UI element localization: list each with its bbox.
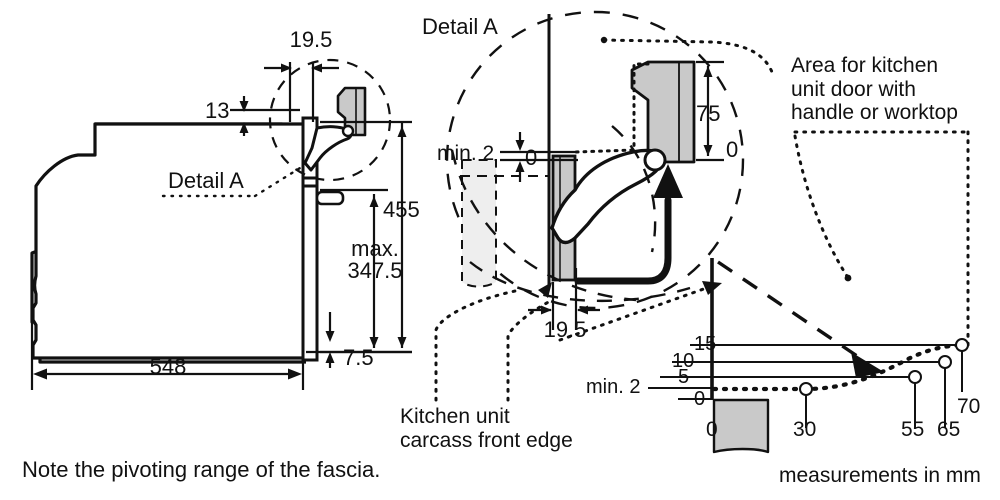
arrow — [239, 122, 249, 133]
swing-outline-dotted — [573, 62, 650, 154]
arrow — [325, 331, 335, 342]
leader-dot — [600, 36, 608, 44]
chart-xtick-30: 30 — [793, 418, 817, 441]
arrow — [325, 352, 335, 363]
dim-label-455: 455 — [383, 197, 420, 222]
chart-xtick-65: 65 — [937, 418, 961, 441]
arrow — [515, 161, 525, 172]
hinge-assembly-side — [303, 86, 367, 172]
dim-label-13: 13 — [205, 98, 230, 123]
dim-label-zero-right: 0 — [726, 137, 739, 162]
dim-label-548: 548 — [149, 354, 187, 379]
measurements-unit-note: measurements in mm — [779, 464, 981, 487]
arrow — [851, 352, 884, 378]
arrow — [369, 337, 379, 348]
dim-max-347-5-side — [320, 188, 388, 348]
detail-circle-side — [268, 58, 392, 182]
pointer-to-curve — [717, 260, 867, 364]
chart-ytick-15: 15 — [694, 333, 717, 355]
hinge-arm-detail — [550, 148, 667, 245]
chart-ylabel-min-2: min. 2 — [586, 376, 641, 398]
arrow — [397, 126, 407, 137]
handle-profile-detail — [574, 196, 672, 285]
dim-19-5-side — [264, 62, 339, 122]
oven-side-profile — [31, 122, 308, 360]
leader-dot — [844, 274, 852, 282]
arrow — [33, 368, 47, 380]
arrow — [541, 305, 552, 315]
kitchen-unit-carcass-note: Kitchen unit carcass front edge — [400, 405, 573, 452]
leader-area-note — [602, 38, 774, 74]
detail-a-title: Detail A — [422, 14, 498, 39]
arrow — [577, 305, 588, 315]
detail-a-leader-side — [161, 166, 302, 198]
chart-xtick-55: 55 — [901, 418, 925, 441]
leader-worktop — [793, 130, 970, 278]
handle-stub-side — [315, 190, 345, 206]
motion-arcs — [450, 125, 691, 303]
chart-curve — [711, 342, 965, 392]
leader-carcass-note — [434, 288, 554, 402]
arrow — [288, 368, 302, 380]
fascia-bracket-detail — [630, 60, 696, 164]
arrow-up-handle — [653, 164, 683, 198]
dim-label-min-2-detail: min. 2 — [437, 142, 495, 165]
leader-chart-origin — [558, 284, 714, 342]
arrow — [281, 63, 292, 73]
detail-a-circle — [445, 10, 745, 310]
dim-label-347-5: 347.5 — [347, 258, 403, 283]
dim-75-detail — [696, 60, 724, 162]
arrow — [703, 145, 713, 156]
dim-label-max: max. — [351, 236, 399, 261]
pivoting-range-note: Note the pivoting range of the fascia. — [22, 457, 381, 482]
area-for-kitchen-unit-note: Area for kitchen unit door with handle o… — [791, 54, 958, 125]
arrow — [515, 140, 525, 151]
dim-548-side — [30, 314, 305, 390]
dim-label-19-5-side: 19.5 — [289, 27, 333, 52]
chart-ytick-0: 0 — [694, 388, 706, 410]
detail-a-callout-side: Detail A — [168, 168, 244, 193]
dim-label-19-5-detail: 19.5 — [543, 317, 587, 342]
chart-xtick-70: 70 — [957, 395, 981, 418]
arrow — [538, 282, 552, 298]
arrow — [239, 101, 249, 112]
dim-label-7-5: 7.5 — [343, 345, 374, 370]
door-ghost-open — [461, 159, 497, 288]
arrow — [311, 63, 322, 73]
chart-ytick-5: 5 — [678, 366, 690, 388]
chart-origin-block — [712, 398, 770, 454]
chart-ytick-10: 10 — [672, 350, 695, 372]
chart-xtick-0: 0 — [706, 418, 718, 441]
arrow — [703, 66, 713, 77]
arrow — [369, 196, 379, 207]
dim-label-zero-left: 0 — [525, 145, 538, 170]
chart-data-points — [799, 338, 969, 428]
arrow — [397, 337, 407, 348]
dim-label-75: 75 — [696, 101, 721, 126]
